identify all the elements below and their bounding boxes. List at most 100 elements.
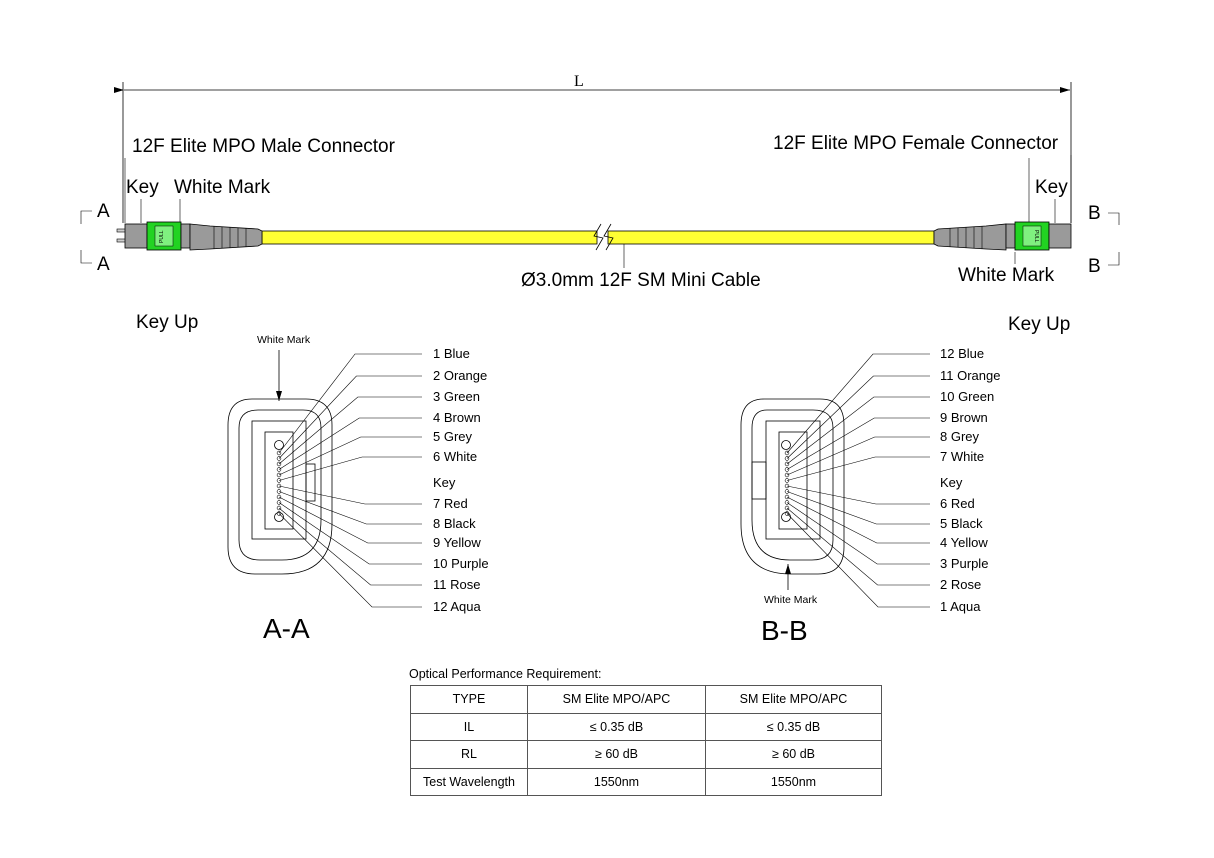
performance-cell: ≤ 0.35 dB bbox=[705, 712, 882, 741]
performance-row-header: IL bbox=[410, 712, 528, 741]
fiber-label: 9 Yellow bbox=[433, 535, 481, 550]
fiber-label: 2 Orange bbox=[433, 368, 487, 383]
fiber-hole bbox=[276, 489, 282, 494]
male-connector: PULL bbox=[116, 221, 263, 251]
fiber-hole bbox=[784, 511, 790, 516]
fiber-label: 7 Red bbox=[433, 496, 468, 511]
fiber-label: 4 Brown bbox=[433, 410, 481, 425]
boot-a bbox=[189, 223, 263, 251]
fiber-hole bbox=[784, 467, 790, 472]
performance-cell: 1550nm bbox=[527, 767, 706, 796]
fiber-label: 4 Yellow bbox=[940, 535, 988, 550]
cable-label: Ø3.0mm 12F SM Mini Cable bbox=[521, 270, 761, 291]
fiber-label: Key bbox=[940, 475, 963, 490]
fiber-label: 1 Blue bbox=[433, 346, 470, 361]
performance-row-header: RL bbox=[410, 740, 528, 769]
fiber-hole bbox=[276, 505, 282, 511]
fiber-hole bbox=[276, 478, 282, 483]
fiber-leader bbox=[786, 353, 930, 454]
fiber-label: 5 Grey bbox=[433, 429, 473, 444]
fiber-hole bbox=[276, 450, 282, 456]
length-label: L bbox=[574, 73, 584, 90]
fiber-hole bbox=[276, 456, 282, 461]
section-mark-a-top bbox=[80, 210, 92, 224]
fiber-label: 2 Rose bbox=[940, 577, 981, 592]
fiber-leader bbox=[278, 436, 422, 476]
performance-row-header: TYPE bbox=[410, 685, 528, 714]
fiber-label: 12 Blue bbox=[940, 346, 984, 361]
fiber-label: 8 Grey bbox=[940, 429, 980, 444]
fiber-leader bbox=[278, 353, 422, 454]
fiber-hole bbox=[784, 450, 790, 456]
fiber-holes-a bbox=[276, 450, 282, 516]
fiber-hole bbox=[276, 461, 282, 467]
fiber-hole bbox=[784, 489, 790, 494]
fiber-leader bbox=[278, 507, 422, 586]
performance-cell: 1550nm bbox=[705, 767, 882, 796]
svg-text:A: A bbox=[97, 254, 110, 275]
fiber-hole bbox=[276, 511, 282, 516]
female-connector-label: 12F Elite MPO Female Connector bbox=[773, 133, 1059, 154]
svg-text:B: B bbox=[1088, 203, 1101, 224]
cable-left-segment bbox=[261, 230, 598, 245]
fiber-leaders-b bbox=[786, 353, 930, 608]
fiber-leader bbox=[786, 496, 930, 544]
fiber-leader bbox=[278, 375, 422, 459]
fiber-leader bbox=[278, 496, 422, 544]
fiber-label: 10 Purple bbox=[433, 556, 489, 571]
fiber-leader bbox=[278, 485, 422, 505]
fiber-hole bbox=[276, 483, 282, 489]
fiber-leader bbox=[786, 502, 930, 565]
fiber-leader bbox=[786, 396, 930, 465]
fiber-hole bbox=[784, 500, 790, 505]
boot-b bbox=[933, 223, 1007, 251]
fiber-label: 7 White bbox=[940, 449, 984, 464]
key-up-label-a: Key Up bbox=[136, 312, 198, 333]
fiber-label: 8 Black bbox=[433, 516, 476, 531]
fiber-label: 3 Purple bbox=[940, 556, 988, 571]
male-connector-label: 12F Elite MPO Male Connector bbox=[132, 136, 396, 157]
fiber-hole bbox=[784, 456, 790, 461]
fiber-leader bbox=[786, 513, 930, 608]
fiber-leader bbox=[786, 375, 930, 459]
fiber-hole bbox=[784, 461, 790, 467]
performance-cell: SM Elite MPO/APC bbox=[705, 685, 882, 714]
key-label-a: Key bbox=[126, 177, 159, 198]
fiber-leader bbox=[786, 456, 930, 481]
fiber-leader bbox=[278, 491, 422, 525]
ferrule-outline-b bbox=[740, 398, 845, 575]
fiber-leader bbox=[786, 436, 930, 476]
white-mark-label-a: White Mark bbox=[174, 177, 271, 198]
cable-right-segment bbox=[607, 230, 935, 245]
fiber-label: 11 Rose bbox=[433, 577, 480, 592]
fiber-hole bbox=[784, 478, 790, 483]
fiber-label: 3 Green bbox=[433, 389, 480, 404]
performance-title: Optical Performance Requirement: bbox=[409, 667, 602, 681]
fiber-holes-b bbox=[784, 450, 790, 516]
fiber-hole bbox=[276, 472, 282, 478]
fiber-label: 9 Brown bbox=[940, 410, 988, 425]
fiber-leader bbox=[786, 491, 930, 525]
section-mark-b-top bbox=[1108, 212, 1120, 225]
white-mark-label-section-b: White Mark bbox=[764, 594, 818, 606]
svg-text:A: A bbox=[97, 201, 110, 222]
key-notch-b bbox=[751, 461, 767, 500]
key-label-b: Key bbox=[1035, 177, 1068, 198]
end-b-labels: 12F Elite MPO Female Connector Key White… bbox=[773, 133, 1120, 286]
white-mark-label-b: White Mark bbox=[958, 265, 1055, 286]
section-a-title: A-A bbox=[263, 613, 310, 644]
end-a-labels: 12F Elite MPO Male Connector Key White M… bbox=[80, 136, 396, 275]
pull-text-a: PULL bbox=[159, 230, 165, 243]
fiber-label: 5 Black bbox=[940, 516, 983, 531]
fiber-leader bbox=[278, 396, 422, 465]
fiber-label: 11 Orange bbox=[940, 368, 1000, 383]
fiber-label: 6 Red bbox=[940, 496, 975, 511]
key-notch-a bbox=[305, 463, 316, 502]
fiber-hole bbox=[784, 494, 790, 500]
